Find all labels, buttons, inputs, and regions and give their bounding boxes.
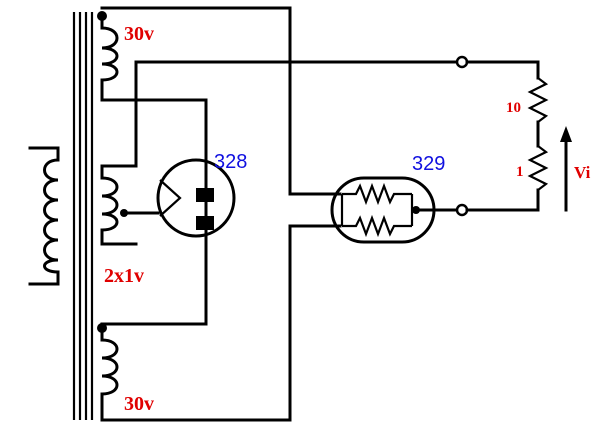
tube-328 <box>134 158 236 238</box>
top-feed-wire <box>100 6 342 196</box>
middle-secondary-winding <box>100 60 462 246</box>
voltage-arrow <box>560 126 572 212</box>
resistor-10-label: 10 <box>506 100 521 116</box>
tube-329 <box>330 176 462 244</box>
tube-329-label: 329 <box>412 153 445 175</box>
bottom-secondary-winding <box>97 224 342 422</box>
resistor-1-label: 1 <box>516 164 524 180</box>
transformer-core <box>72 12 94 420</box>
anode-plate-lower <box>196 216 214 230</box>
bottom-winding-label: 30v <box>124 393 154 415</box>
tube-328-label: 328 <box>214 151 247 173</box>
top-winding-label: 30v <box>124 23 154 45</box>
primary-winding <box>28 146 60 286</box>
voltage-label: Vi <box>574 163 591 182</box>
resistor-network <box>465 60 549 212</box>
top-secondary-winding <box>97 11 208 162</box>
anode-plate-upper <box>196 188 214 202</box>
middle-winding-label: 2x1v <box>104 265 144 287</box>
